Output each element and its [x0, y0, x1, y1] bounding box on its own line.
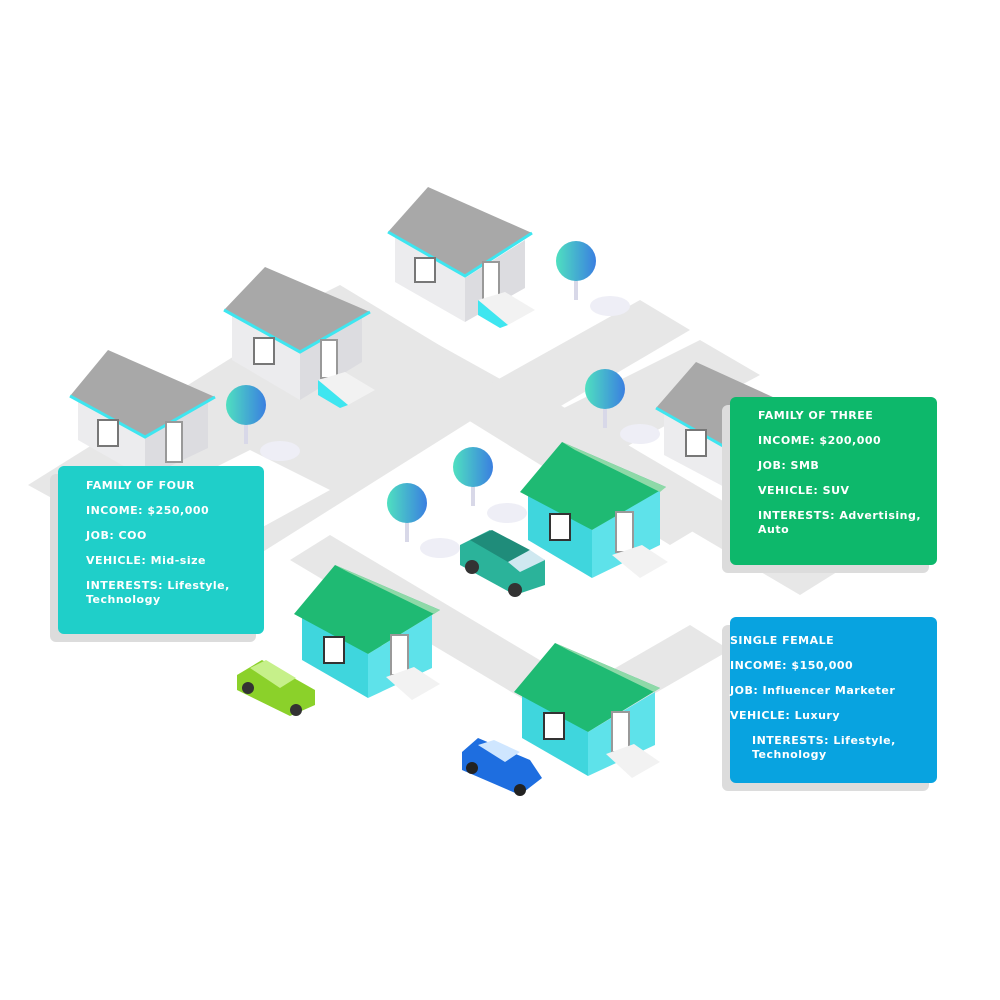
vehicle-label: VEHICLE: SUV	[758, 484, 850, 497]
card-title: SINGLE FEMALE	[730, 634, 835, 647]
tree-icon	[556, 241, 596, 300]
suv-icon	[460, 530, 545, 597]
card-title: FAMILY OF THREE	[758, 409, 874, 422]
family-of-four-card: FAMILY OF FOUR INCOME: $250,000 JOB: COO…	[58, 466, 264, 634]
green-house-left	[294, 565, 440, 700]
job-label: JOB: COO	[86, 529, 147, 542]
car-icon	[237, 660, 315, 716]
tree-icon	[387, 483, 427, 542]
green-house-bottom	[514, 643, 660, 778]
card-title: FAMILY OF FOUR	[86, 479, 195, 492]
interests-label: INTERESTS: Lifestyle,Technology	[752, 734, 896, 761]
interests-label: INTERESTS: Advertising,Auto	[758, 509, 922, 536]
gray-house-top	[387, 187, 535, 328]
tree-icon	[585, 369, 625, 428]
gray-house-mid	[223, 267, 375, 408]
job-label: JOB: Influencer Marketer	[730, 684, 896, 697]
sports-car-icon	[462, 738, 542, 796]
income-label: INCOME: $250,000	[86, 504, 210, 517]
income-label: INCOME: $150,000	[730, 659, 854, 672]
vehicle-label: VEHICLE: Mid-size	[86, 554, 206, 567]
single-female-card: SINGLE FEMALE INCOME: $150,000 JOB: Infl…	[730, 617, 937, 783]
tree-shadows	[260, 296, 660, 558]
family-of-three-card: FAMILY OF THREE INCOME: $200,000 JOB: SM…	[730, 397, 937, 565]
interests-label: INTERESTS: Lifestyle,Technology	[86, 579, 230, 606]
tree-icon	[226, 385, 266, 444]
tree-icon	[453, 447, 493, 506]
job-label: JOB: SMB	[758, 459, 820, 472]
green-house-right	[520, 442, 668, 578]
gray-house-left	[69, 350, 216, 478]
vehicle-label: VEHICLE: Luxury	[730, 709, 841, 722]
income-label: INCOME: $200,000	[758, 434, 882, 447]
